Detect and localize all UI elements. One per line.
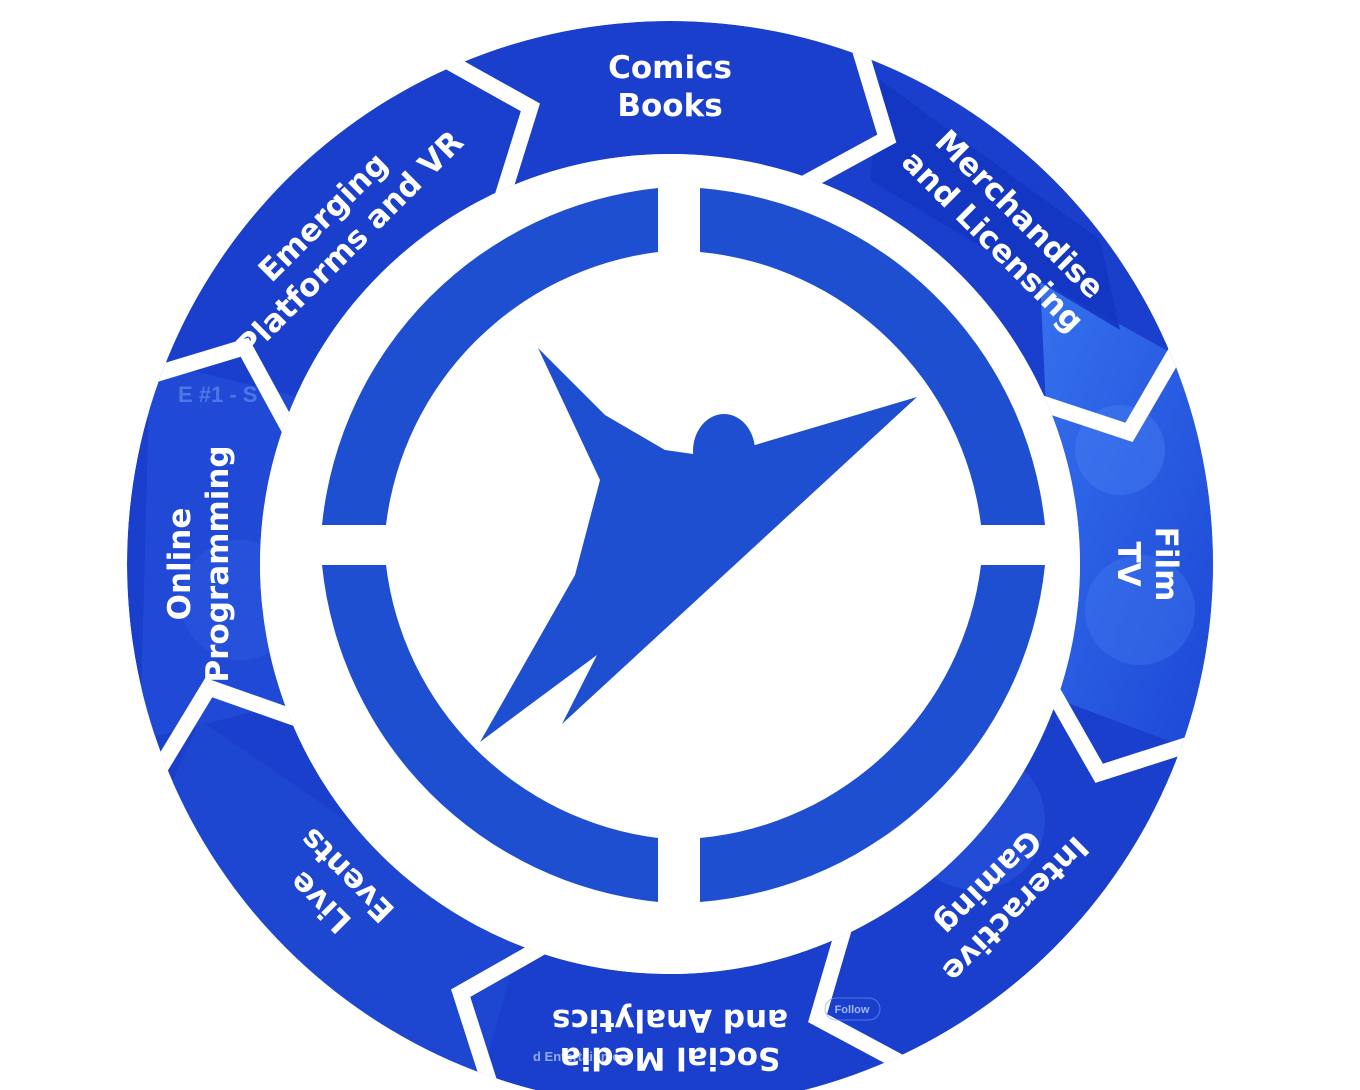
follow-button — [824, 997, 881, 1021]
segment-separator — [133, 337, 299, 438]
segment-label-line: TV — [1110, 541, 1146, 586]
segment-label-line: and Analytics — [552, 1002, 788, 1038]
segment-label-social: Social Mediaand Analytics — [552, 1002, 788, 1076]
figure-logo-icon — [480, 348, 917, 742]
segment-label-line: Programming — [200, 445, 236, 682]
segment-separator — [796, 27, 897, 193]
segment-label-line: Social Media — [560, 1040, 781, 1076]
inner-ring-arc-top-right — [700, 188, 1045, 525]
follow-button-text: Follow — [835, 1004, 870, 1016]
inner-ring-arc-bottom-left — [322, 565, 658, 902]
segment-separator — [451, 937, 551, 1090]
inner-ring-arc-bottom-right — [700, 565, 1045, 902]
segment-label-line: Online — [162, 508, 198, 621]
inner-ring — [322, 188, 1045, 902]
segment-separator — [1043, 683, 1210, 783]
segment-label-line: Comics — [608, 50, 732, 86]
segment-separator — [427, 44, 540, 204]
inner-ring-arc-top-left — [322, 188, 658, 525]
sign-caption: E #1 - S — [178, 382, 257, 407]
segment-label-line: Film — [1148, 527, 1184, 602]
segment-label-online: OnlineProgramming — [162, 445, 236, 682]
segment-separator — [143, 677, 305, 789]
segment-separator — [808, 921, 922, 1079]
segment-label-line: Books — [617, 88, 722, 124]
entertainment-caption: d Entertainment — [533, 1049, 633, 1064]
segment-separator — [1032, 330, 1194, 443]
segment-label-film: FilmTV — [1110, 527, 1184, 602]
